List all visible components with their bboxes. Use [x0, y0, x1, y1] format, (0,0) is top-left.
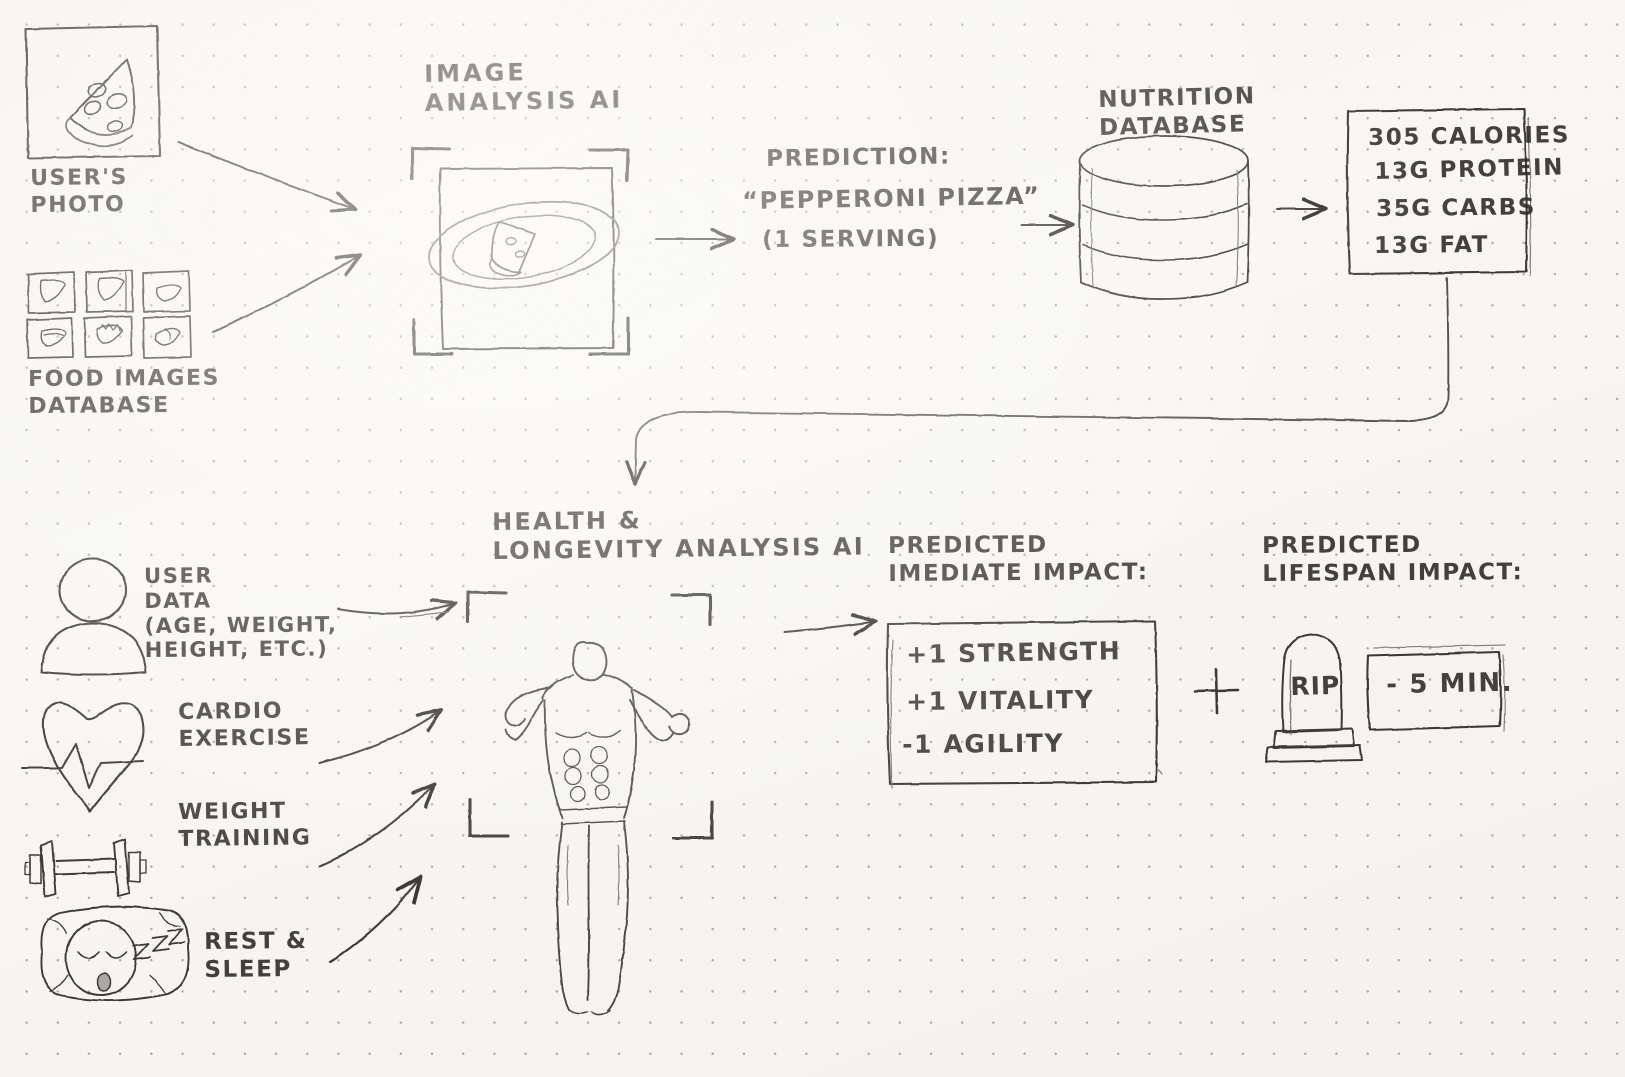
image-analysis-ai-label: IMAGE ANALYSIS AI [424, 58, 624, 118]
food-images-database-label: FOOD IMAGES DATABASE [28, 365, 221, 419]
impact-item-vitality: +1 VITALITY [906, 685, 1095, 716]
nutrition-fact-protein: 13g PROTEIN [1374, 154, 1565, 185]
lifespan-impact-heading: PREDICTED LIFESPAN IMPACT: [1262, 531, 1524, 588]
flexing-figure-icon [504, 641, 691, 1016]
cardio-exercise-label: CARDIO EXERCISE [178, 698, 311, 752]
impact-item-agility: -1 AGILITY [902, 728, 1065, 759]
plus-combiner-icon [1193, 667, 1240, 715]
arrow-facts-to-health-ai [635, 277, 1450, 480]
user-data-label: USER DATA (AGE, WEIGHT, HEIGHT, etc.) [144, 563, 338, 663]
impact-item-strength: +1 STRENGTH [906, 636, 1122, 669]
nutrition-database-icon [1078, 135, 1250, 300]
health-ai-scan-brackets [466, 590, 714, 840]
rest-sleep-label: REST & SLEEP [204, 927, 308, 984]
nutrition-fact-fat: 13g FAT [1374, 231, 1490, 259]
dumbbell-icon [24, 838, 147, 898]
users-photo-icon [24, 24, 162, 160]
image-ai-photo-frame [438, 167, 615, 350]
nutrition-database-label: NUTRITION DATABASE [1098, 83, 1256, 142]
arrow-photo-to-image-ai [177, 141, 352, 208]
arrow-user-data-to-health-ai [337, 604, 452, 617]
lifespan-impact-value: - 5 MIN. [1386, 667, 1514, 700]
pizza-on-plate-icon [428, 200, 620, 290]
prediction-value: “PEPPERONI PIZZA” [742, 181, 1041, 215]
health-longevity-ai-label: HEALTH & LONGEVITY ANALYSIS AI [492, 506, 866, 566]
heart-pulse-icon [21, 701, 145, 813]
arrow-sleep-to-health-ai [328, 880, 418, 964]
nutrition-fact-calories: 305 CALORIES [1368, 122, 1571, 151]
sleeping-face-pillow-icon [40, 905, 190, 1002]
food-images-grid-icon [26, 269, 192, 359]
weight-training-label: WEIGHT TRAINING [178, 798, 312, 852]
immediate-impact-heading: PREDICTED IMEDIATE IMPACT: [888, 531, 1149, 588]
arrow-food-db-to-image-ai [212, 257, 357, 333]
arrow-weights-to-health-ai [319, 787, 432, 867]
arrow-health-ai-to-immediate-impact [784, 622, 872, 632]
gravestone-rip-text: RIP [1290, 670, 1341, 701]
user-avatar-icon [39, 557, 148, 676]
prediction-heading: PREDICTION: [766, 143, 952, 172]
image-ai-scan-brackets [410, 146, 630, 356]
arrow-cardio-to-health-ai [319, 712, 438, 764]
nutrition-fact-carbs: 35g CARBS [1376, 194, 1537, 222]
prediction-serving: (1 SERVING) [762, 225, 940, 253]
users-photo-label: USER'S PHOTO [30, 164, 129, 218]
